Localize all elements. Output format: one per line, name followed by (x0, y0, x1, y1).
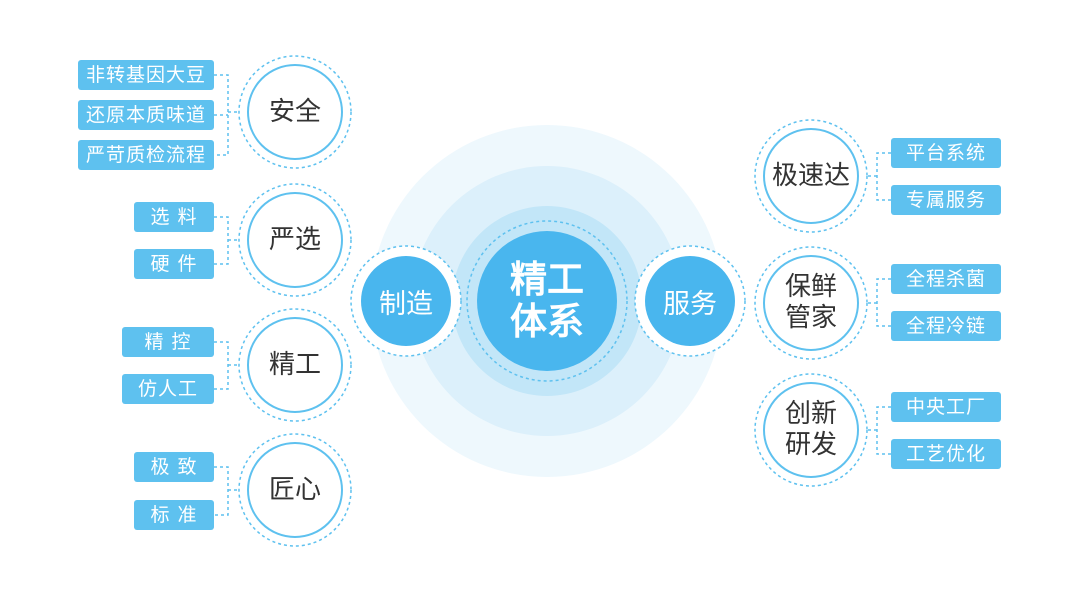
right-group-title: 极速达 (771, 160, 850, 191)
left-tag: 仿人工 (122, 374, 214, 404)
left-tag: 硬 件 (134, 249, 214, 279)
left-tag: 精 控 (122, 327, 214, 357)
hub-left: 制造 (361, 256, 451, 346)
left-tag: 非转基因大豆 (78, 60, 214, 90)
hub-left-label: 制造 (379, 288, 433, 320)
right-group-node: 保鲜管家 (763, 255, 859, 351)
left-group-title: 严选 (268, 224, 321, 255)
left-tag: 选 料 (134, 202, 214, 232)
center-label: 精工体系 (510, 258, 584, 343)
right-tag: 专属服务 (891, 185, 1001, 215)
left-group-ring (238, 55, 352, 169)
left-bracket (214, 74, 239, 156)
left-group-node: 安全 (247, 64, 343, 160)
center-node: 精工体系 (477, 231, 617, 371)
left-group-node: 严选 (247, 192, 343, 288)
hub-right-label: 服务 (663, 288, 717, 320)
left-group-ring (238, 308, 352, 422)
right-bracket (867, 152, 891, 201)
right-group-node: 创新研发 (763, 382, 859, 478)
right-group-ring (754, 119, 868, 233)
right-tag: 全程杀菌 (891, 264, 1001, 294)
center-dashed-ring (466, 220, 628, 382)
right-bracket (867, 278, 891, 327)
left-group-title: 匠心 (268, 474, 321, 505)
hub-right: 服务 (645, 256, 735, 346)
right-group-title: 保鲜管家 (784, 272, 837, 333)
left-group-title: 安全 (268, 96, 321, 127)
left-bracket (214, 466, 239, 516)
left-bracket (214, 341, 239, 390)
right-tag: 平台系统 (891, 138, 1001, 168)
left-group-ring (238, 433, 352, 547)
left-tag: 标 准 (134, 500, 214, 530)
left-tag: 极 致 (134, 452, 214, 482)
left-group-node: 匠心 (247, 442, 343, 538)
right-bracket (867, 406, 891, 455)
left-tag: 严苛质检流程 (78, 140, 214, 170)
left-group-title: 精工 (268, 349, 321, 380)
right-tag: 中央工厂 (891, 392, 1001, 422)
right-tag: 工艺优化 (891, 439, 1001, 469)
left-tag: 还原本质味道 (78, 100, 214, 130)
right-group-ring (754, 373, 868, 487)
right-group-ring (754, 246, 868, 360)
left-group-ring (238, 183, 352, 297)
left-group-node: 精工 (247, 317, 343, 413)
right-group-title: 创新研发 (784, 399, 837, 460)
right-tag: 全程冷链 (891, 311, 1001, 341)
left-bracket (214, 216, 239, 265)
right-group-node: 极速达 (763, 128, 859, 224)
